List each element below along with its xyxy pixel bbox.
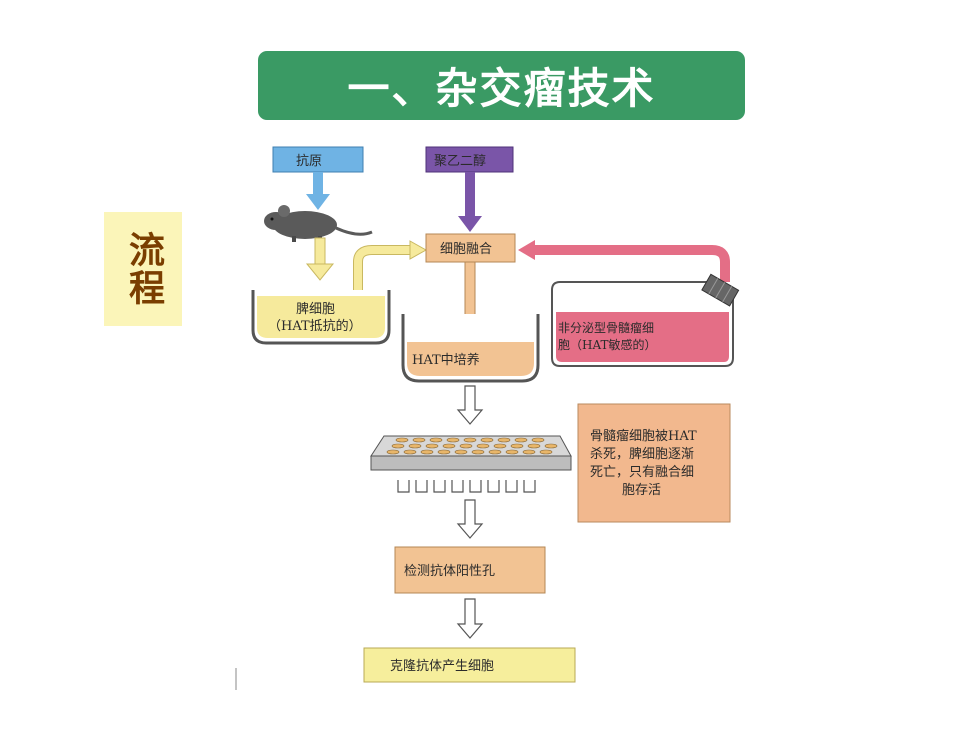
clone-node: 克隆抗体产生细胞: [363, 647, 576, 683]
clone-label: 克隆抗体产生细胞: [390, 659, 494, 674]
myeloma-to-fusion-arrow: [518, 240, 730, 282]
peg-node: 聚乙二醇: [425, 146, 514, 173]
antigen-label: 抗原: [296, 154, 322, 169]
detect-label: 检测抗体阳性孔: [404, 564, 495, 579]
well-columns: [397, 480, 536, 493]
spleen-dish: 脾细胞 （HAT抵抗的）: [251, 290, 391, 345]
myeloma-label-1: 非分泌型骨髓瘤细: [558, 320, 654, 335]
hat-culture-label: HAT中培养: [412, 352, 480, 368]
mouse-icon: [264, 205, 373, 242]
note-line-4: 胞存活: [622, 483, 661, 498]
well-rows: [386, 437, 558, 455]
well-plate: [370, 435, 572, 471]
note-line-2: 杀死，脾细胞逐渐: [590, 447, 694, 462]
spleen-label-2: （HAT抵抗的）: [268, 318, 362, 334]
antigen-node: 抗原: [272, 146, 364, 173]
note-line-3: 死亡，只有融合细: [590, 465, 694, 480]
hat-to-plate-arrow: [456, 385, 484, 425]
side-label-box: 流程: [104, 212, 182, 326]
antigen-arrow: [306, 172, 330, 210]
note-line-1: 骨髓瘤细胞被HAT: [590, 428, 697, 444]
peg-arrow: [458, 172, 482, 232]
spleen-label-1: 脾细胞: [296, 302, 335, 317]
plate-to-detect-arrow: [456, 499, 484, 539]
spleen-to-fusion-arrow: [353, 240, 428, 290]
peg-label: 聚乙二醇: [434, 153, 486, 169]
cell-fusion-label: 细胞融合: [440, 242, 492, 257]
flask-cap: [701, 273, 740, 307]
cell-fusion-node: 细胞融合: [425, 233, 516, 263]
myeloma-flask: 非分泌型骨髓瘤细 胞（HAT敏感的）: [551, 273, 740, 367]
detect-to-clone-arrow: [456, 598, 484, 639]
side-label: 流程: [123, 231, 164, 307]
mouse-to-spleen-arrow: [305, 237, 335, 281]
detect-node: 检测抗体阳性孔: [394, 546, 546, 594]
page-title: 一、杂交瘤技术: [347, 64, 656, 113]
title-banner: 一、杂交瘤技术: [258, 51, 745, 120]
myeloma-label-2: 胞（HAT敏感的）: [558, 337, 656, 352]
note-box: 骨髓瘤细胞被HAT 杀死，脾细胞逐渐 死亡，只有融合细 胞存活: [577, 403, 731, 523]
hat-culture-dish: HAT中培养: [401, 314, 540, 383]
